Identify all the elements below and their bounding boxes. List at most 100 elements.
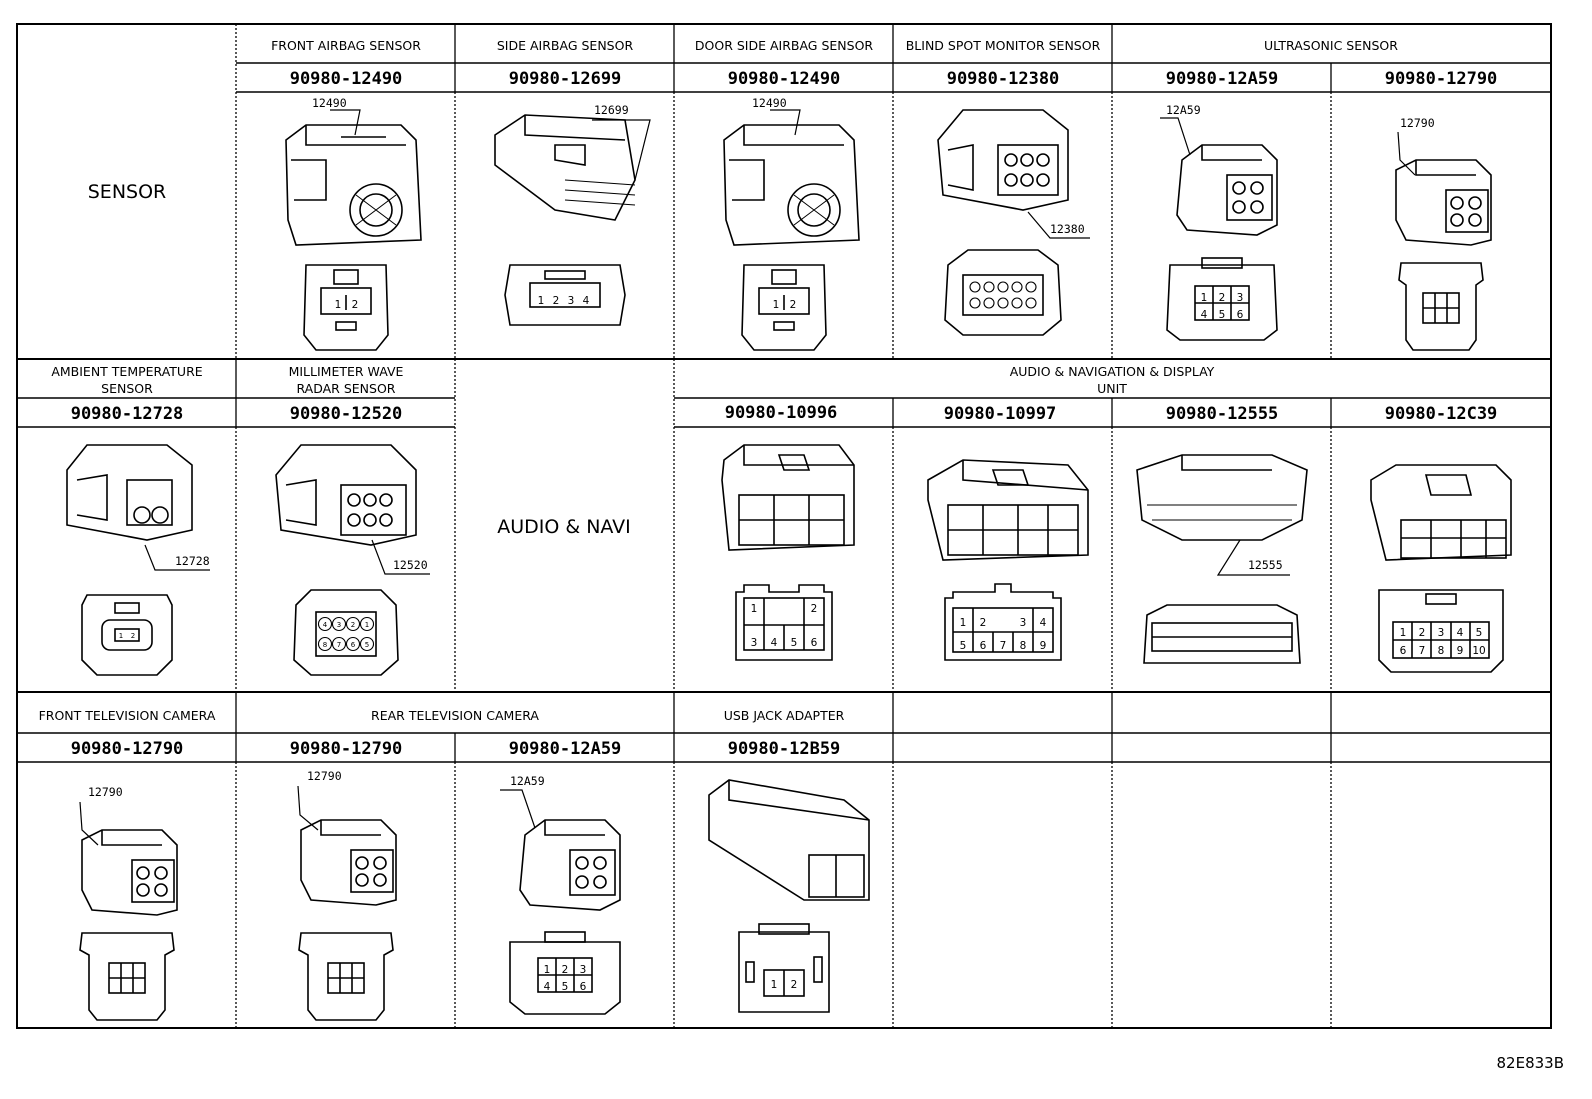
pin-number: 7 [337, 641, 341, 649]
callout-label: 12555 [1248, 558, 1283, 572]
part-number: 90980-12380 [947, 69, 1060, 89]
pin-number: 1 [544, 964, 551, 976]
callout-label: 12520 [393, 558, 428, 572]
part-number: 90980-12B59 [728, 739, 841, 759]
pin-face-4pin [504, 264, 626, 326]
pin-number: 2 [1219, 292, 1226, 304]
callout-leader [330, 109, 361, 136]
pin-number: 2 [811, 603, 818, 615]
connector-drawing-10996 [721, 444, 855, 551]
pin-number: 6 [580, 981, 587, 993]
pin-number: 7 [1000, 640, 1007, 652]
connector-drawing-12A59 [519, 819, 621, 911]
pin-number: 3 [337, 621, 341, 629]
part-number: 90980-12520 [290, 404, 403, 424]
pin-number: 3 [568, 295, 575, 307]
callout-leader [1397, 131, 1416, 176]
pin-number: 6 [351, 641, 356, 649]
pin-number: 5 [960, 640, 967, 652]
part-number: 90980-12790 [290, 739, 403, 759]
header-side-airbag-sensor: SIDE AIRBAG SENSOR [497, 38, 634, 53]
part-number: 90980-12790 [1385, 69, 1498, 89]
callout-label: 12380 [1050, 222, 1085, 236]
connector-drawing-12520 [275, 444, 417, 546]
pin-number: 2 [553, 295, 560, 307]
connector-drawing-12380 [937, 109, 1069, 211]
pin-number: 6 [1400, 645, 1407, 657]
connector-drawing-12790 [1395, 159, 1492, 246]
callout-leader [144, 544, 210, 571]
pin-number: 4 [1201, 309, 1208, 321]
connector-drawing-12490 [285, 124, 422, 246]
pin-number: 1 [1201, 292, 1208, 304]
pin-number: 7 [1419, 645, 1426, 657]
part-number: 90980-10997 [944, 404, 1057, 424]
part-number: 90980-12790 [71, 739, 184, 759]
pin-number: 2 [1419, 627, 1426, 639]
connector-drawing-12728 [66, 444, 193, 541]
pin-number: 2 [352, 299, 359, 311]
pin-number: 4 [1040, 617, 1047, 629]
pin-number: 6 [980, 640, 987, 652]
header-door-side-airbag-sensor: DOOR SIDE AIRBAG SENSOR [695, 38, 874, 53]
connector-drawing-12790 [300, 819, 397, 906]
pin-number: 5 [562, 981, 569, 993]
pin-number: 2 [791, 979, 798, 991]
pin-number: 5 [791, 637, 798, 649]
section-label-audio-navi: AUDIO & NAVI [497, 516, 631, 538]
callout-leader [1027, 211, 1090, 239]
pin-number: 8 [323, 641, 327, 649]
pin-face-2pin [741, 264, 827, 351]
pin-number: 1 [538, 295, 545, 307]
table-frame [16, 23, 1552, 1029]
callout-leader [79, 801, 99, 846]
pin-number: 5 [1476, 627, 1483, 639]
callout-leader [592, 119, 651, 181]
callout-leader [1216, 539, 1290, 576]
pin-number: 2 [131, 632, 135, 640]
part-number: 90980-10996 [725, 403, 838, 423]
callout-label: 12699 [594, 103, 629, 117]
pin-number: 8 [1438, 645, 1445, 657]
header-front-airbag-sensor: FRONT AIRBAG SENSOR [271, 38, 421, 53]
part-number: 90980-12555 [1166, 404, 1279, 424]
callout-leader [297, 785, 319, 831]
pin-number: 5 [1219, 309, 1226, 321]
header-ambient-temperature-line1: AMBIENT TEMPERATURE [51, 364, 202, 379]
header-front-television-camera: FRONT TELEVISION CAMERA [39, 708, 216, 723]
pin-number: 2 [980, 617, 987, 629]
pin-face-10pin [1378, 589, 1504, 673]
pin-number: 3 [1438, 627, 1445, 639]
pin-number: 8 [1020, 640, 1027, 652]
figure-code: 82E833B [1496, 1054, 1565, 1072]
connector-drawing-12790 [81, 829, 178, 916]
pin-number: 6 [1237, 309, 1244, 321]
part-number: 90980-12C39 [1385, 404, 1498, 424]
callout-leader [371, 539, 430, 575]
pin-number: 1 [771, 979, 778, 991]
callout-leader [500, 789, 536, 829]
connector-drawing-12B59 [708, 779, 870, 901]
callout-label: 12A59 [1166, 103, 1201, 117]
pin-number: 4 [323, 621, 328, 629]
callout-label: 12790 [307, 769, 342, 783]
pin-face-multipin [944, 249, 1062, 336]
header-blind-spot-monitor-sensor: BLIND SPOT MONITOR SENSOR [906, 38, 1101, 53]
part-number: 90980-12490 [290, 69, 403, 89]
part-number: 90980-12490 [728, 69, 841, 89]
header-rear-television-camera: REAR TELEVISION CAMERA [371, 708, 539, 723]
pin-number: 4 [544, 981, 551, 993]
pin-number: 3 [1020, 617, 1027, 629]
connector-drawing-12C39 [1370, 464, 1512, 561]
connector-drawing-10997 [927, 459, 1089, 561]
pin-face-6pin [735, 584, 833, 661]
pin-number: 5 [365, 641, 369, 649]
pin-number: 1 [773, 299, 780, 311]
pin-number: 10 [1472, 645, 1485, 657]
pin-face-6pin [509, 931, 621, 1015]
callout-label: 12728 [175, 554, 210, 568]
header-ultrasonic-sensor: ULTRASONIC SENSOR [1264, 38, 1398, 53]
pin-number: 1 [751, 603, 758, 615]
section-label-sensor: SENSOR [88, 181, 167, 203]
pin-number: 1 [960, 617, 967, 629]
